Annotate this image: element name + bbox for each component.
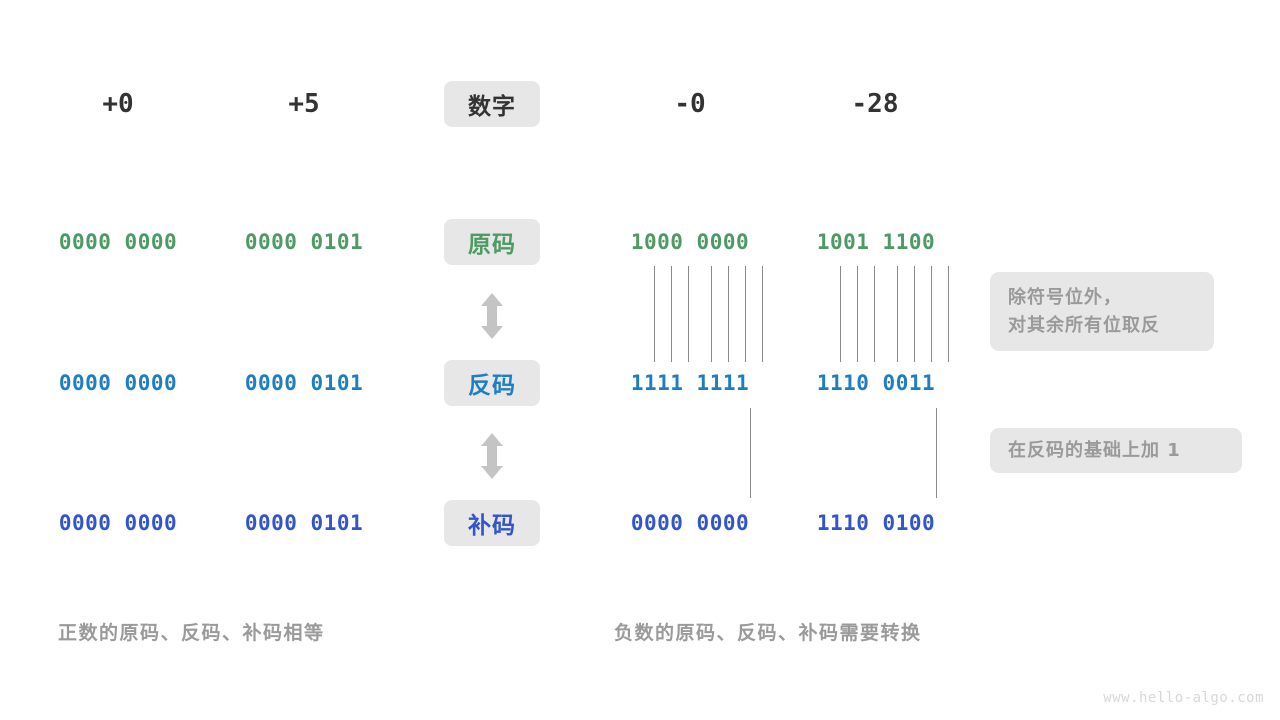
chip-twos-complement: 补码 xyxy=(444,500,540,546)
twos-complement-minus-zero: 0000 0000 xyxy=(630,511,750,535)
chip-ones-complement: 反码 xyxy=(444,360,540,406)
connector-line xyxy=(745,266,746,362)
chip-sign-magnitude: 原码 xyxy=(444,219,540,265)
note-add-one: 在反码的基础上加 1 xyxy=(990,428,1242,473)
sign-magnitude-minus-twentyeight: 1001 1100 xyxy=(816,230,936,254)
connector-line xyxy=(750,408,751,498)
connector-line xyxy=(688,266,689,362)
ones-complement-plus-five: 0000 0101 xyxy=(244,371,364,395)
connector-line xyxy=(840,266,841,362)
header-plus-five: +5 xyxy=(288,89,320,119)
arrow-ones-to-twos-icon xyxy=(478,432,506,484)
note-invert-line2: 对其余所有位取反 xyxy=(1008,314,1160,336)
sign-magnitude-minus-zero: 1000 0000 xyxy=(630,230,750,254)
ones-complement-minus-zero: 1111 1111 xyxy=(630,371,750,395)
note-add-one-line1: 在反码的基础上加 1 xyxy=(1008,439,1181,461)
watermark: www.hello-algo.com xyxy=(1103,690,1264,706)
header-plus-zero: +0 xyxy=(102,89,134,119)
sign-magnitude-plus-five: 0000 0101 xyxy=(244,230,364,254)
ones-complement-plus-zero: 0000 0000 xyxy=(58,371,178,395)
connector-line xyxy=(874,266,875,362)
connector-line xyxy=(936,408,937,498)
connector-line xyxy=(897,266,898,362)
header-minus-zero: -0 xyxy=(674,89,706,119)
connector-line xyxy=(948,266,949,362)
arrow-sign-to-ones-icon xyxy=(478,292,506,344)
connector-line xyxy=(654,266,655,362)
connector-line xyxy=(671,266,672,362)
connector-line xyxy=(857,266,858,362)
note-invert-line1: 除符号位外， xyxy=(1008,286,1122,308)
note-invert-bits: 除符号位外， 对其余所有位取反 xyxy=(990,272,1214,351)
ones-complement-minus-twentyeight: 1110 0011 xyxy=(816,371,936,395)
connector-line xyxy=(931,266,932,362)
twos-complement-plus-five: 0000 0101 xyxy=(244,511,364,535)
connector-line xyxy=(711,266,712,362)
connector-line xyxy=(914,266,915,362)
chip-number-header: 数字 xyxy=(444,81,540,127)
connector-line xyxy=(762,266,763,362)
sign-magnitude-plus-zero: 0000 0000 xyxy=(58,230,178,254)
twos-complement-plus-zero: 0000 0000 xyxy=(58,511,178,535)
header-minus-twentyeight: -28 xyxy=(851,89,899,119)
twos-complement-minus-twentyeight: 1110 0100 xyxy=(816,511,936,535)
connector-line xyxy=(728,266,729,362)
caption-positive: 正数的原码、反码、补码相等 xyxy=(58,622,325,644)
caption-negative: 负数的原码、反码、补码需要转换 xyxy=(614,622,922,644)
